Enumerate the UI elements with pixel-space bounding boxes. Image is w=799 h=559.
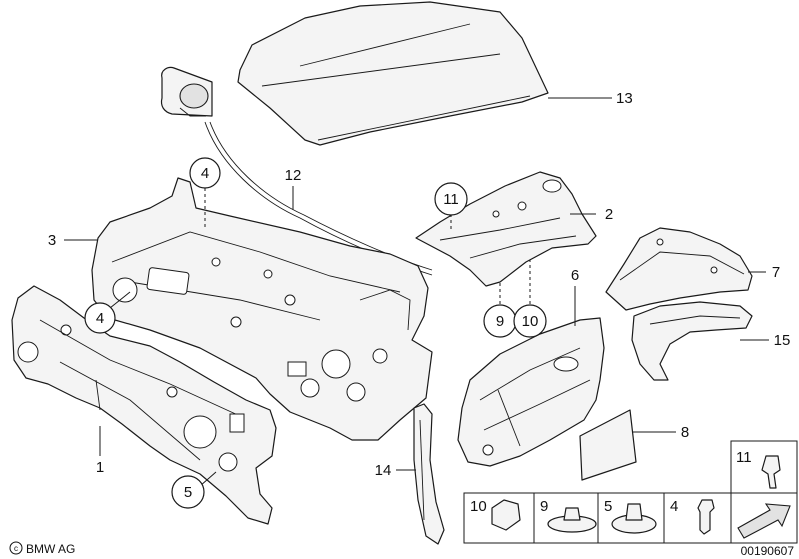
callout-4-top: 4 bbox=[189, 157, 221, 189]
callout-15: 15 bbox=[774, 332, 791, 349]
part-14-strip bbox=[413, 403, 445, 545]
rivet-4-icon bbox=[697, 499, 715, 535]
parts-table-label-9: 9 bbox=[540, 498, 548, 515]
part-13-hood-insulation bbox=[237, 1, 549, 146]
parts-table: 11 10 9 5 4 bbox=[463, 440, 798, 544]
callout-7: 7 bbox=[772, 264, 780, 281]
svg-text:c: c bbox=[14, 544, 18, 553]
callout-2: 2 bbox=[605, 206, 613, 223]
svg-text:11: 11 bbox=[443, 191, 459, 208]
parts-table-label-4: 4 bbox=[670, 498, 678, 515]
svg-text:5: 5 bbox=[184, 484, 192, 501]
callout-14: 14 bbox=[375, 462, 392, 479]
callout-9: 9 bbox=[483, 304, 517, 338]
part-2-tunnel-insulation bbox=[415, 171, 597, 287]
parts-table-label-10: 10 bbox=[470, 498, 487, 515]
callout-10: 10 bbox=[513, 304, 547, 338]
svg-text:10: 10 bbox=[522, 313, 539, 330]
part-1-dash-insulation bbox=[11, 285, 277, 525]
brand-label: BMW AG bbox=[26, 542, 75, 556]
arrow-icon bbox=[737, 503, 791, 539]
callout-1: 1 bbox=[96, 459, 104, 476]
callout-5: 5 bbox=[171, 475, 205, 509]
footer-brand: c BMW AG bbox=[9, 541, 75, 556]
diagram-id: 00190607 bbox=[741, 544, 795, 558]
callout-6: 6 bbox=[571, 267, 579, 284]
callout-11: 11 bbox=[434, 182, 468, 216]
copyright-icon bbox=[9, 541, 23, 555]
parts-cell-4 bbox=[663, 492, 733, 544]
svg-text:9: 9 bbox=[496, 313, 504, 330]
svg-text:4: 4 bbox=[201, 165, 209, 182]
nut-10-icon bbox=[491, 499, 521, 531]
part-3-bulkhead-insulation bbox=[91, 177, 433, 441]
parts-table-label-5: 5 bbox=[604, 498, 612, 515]
part-8-pad bbox=[579, 409, 637, 481]
part-15-wheelarch-liner bbox=[631, 301, 753, 381]
callout-4-left: 4 bbox=[84, 302, 116, 334]
callout-12: 12 bbox=[285, 167, 302, 184]
parts-table-label-11: 11 bbox=[736, 449, 752, 466]
clip-11-icon bbox=[761, 455, 781, 489]
callout-3: 3 bbox=[48, 232, 56, 249]
callout-8: 8 bbox=[681, 424, 689, 441]
svg-text:4: 4 bbox=[96, 310, 104, 327]
callout-13: 13 bbox=[616, 90, 633, 107]
part-12-seal bbox=[160, 66, 433, 276]
part-7-wheelarch-insulation bbox=[605, 227, 753, 311]
part-6-door-insulation bbox=[457, 317, 605, 467]
